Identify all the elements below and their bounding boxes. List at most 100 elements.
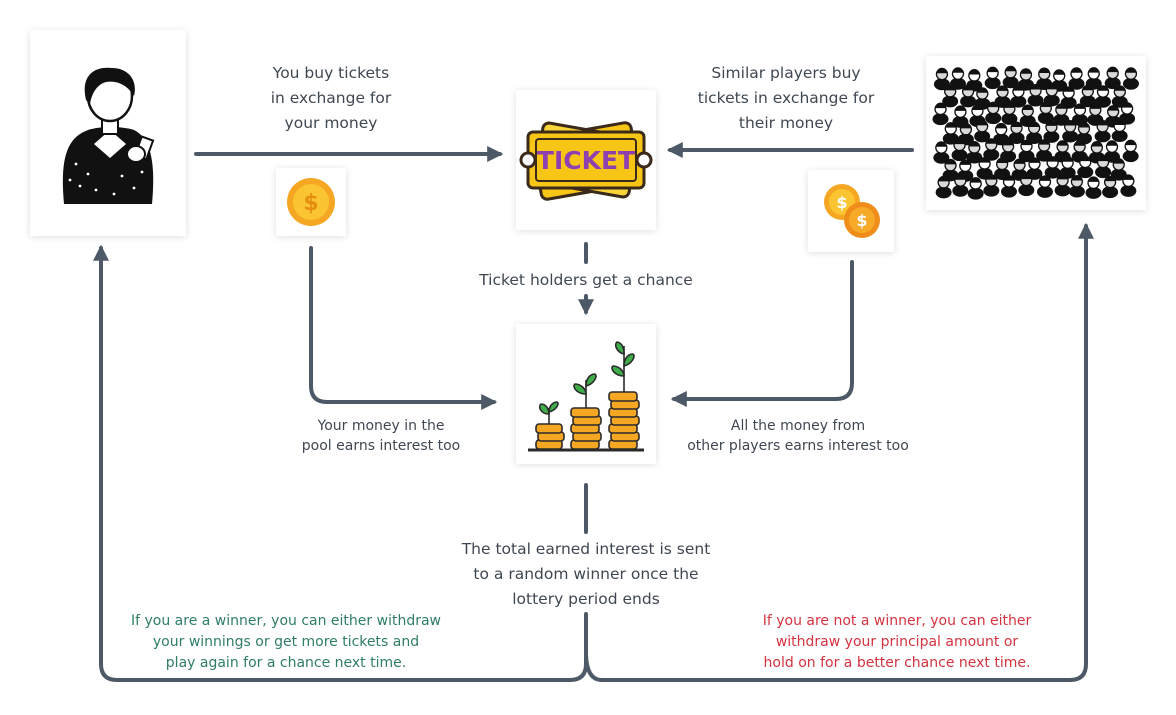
crowd-hair	[1097, 85, 1109, 91]
crowd-hair	[1046, 83, 1058, 90]
coin-growth-icon	[528, 341, 644, 452]
crowd-hair	[1106, 140, 1118, 146]
crowd-hair	[1014, 158, 1026, 164]
crowd-hair	[1089, 103, 1101, 109]
crowd-hair	[1107, 66, 1119, 73]
arrow-your-money-to-pool	[309, 246, 498, 410]
crowd-body	[984, 77, 1001, 90]
coins-card: $ $	[808, 170, 894, 252]
crowd-hair	[1038, 139, 1050, 145]
crowd-hair	[1039, 175, 1051, 181]
crowd-hair	[1021, 139, 1033, 146]
crowd-hair	[1063, 86, 1075, 92]
crowd-body	[1010, 95, 1027, 108]
crowd-hair	[935, 102, 947, 109]
crowd-hair	[1030, 84, 1042, 90]
person-card	[30, 30, 186, 236]
crowd-body	[935, 186, 952, 199]
crowd-hair	[945, 158, 957, 165]
crowd-hair	[1121, 102, 1133, 108]
crowd-hair	[1040, 101, 1052, 108]
crowd-hair	[1071, 175, 1083, 181]
coin-icon: $	[287, 178, 335, 226]
crowd-hair	[944, 84, 956, 91]
crowd-hair	[1003, 102, 1015, 108]
crowd-hair	[1047, 156, 1059, 162]
crowd-hair	[1114, 85, 1126, 91]
crowd-body	[983, 148, 1000, 161]
crowd-body	[960, 95, 977, 108]
crowd-hair	[1012, 85, 1024, 91]
crowd-body	[967, 187, 984, 200]
crowd-hair	[1045, 120, 1057, 126]
arrow-loser-back	[584, 222, 1094, 682]
crowd-body	[1036, 185, 1053, 198]
crowd-body	[1068, 185, 1085, 198]
crowd-hair	[1074, 140, 1086, 146]
crowd-hair	[979, 157, 991, 163]
crowd-hair	[997, 85, 1009, 91]
crowd-body	[1120, 184, 1137, 197]
crowd-body	[1002, 76, 1019, 89]
crowd-hair	[954, 105, 966, 111]
crowd-hair	[976, 87, 988, 93]
crowd-hair	[1113, 158, 1125, 164]
label-ticket-chance: Ticket holders get a chance	[479, 271, 693, 289]
crowd-hair	[1003, 175, 1015, 181]
crowd-hair	[1055, 103, 1067, 109]
ticket-icon: TICKET	[519, 121, 653, 201]
crowd-hair	[1038, 67, 1050, 73]
ticket-card: TICKET	[516, 90, 656, 230]
crowd-hair	[952, 67, 964, 73]
crowd-hair	[945, 122, 957, 128]
coin-symbol-right: $	[856, 211, 867, 230]
crowd-body	[1085, 186, 1102, 199]
crowd-body	[1044, 166, 1061, 179]
crowd-body	[951, 149, 968, 162]
crowd-body	[1018, 184, 1035, 197]
crowd-hair	[1125, 139, 1137, 146]
coin-symbol-left: $	[836, 193, 847, 212]
crowd-hair	[1122, 174, 1134, 180]
crowd-body	[933, 151, 950, 164]
crowd-body	[1008, 131, 1025, 144]
label-winner: If you are a winner, you can either with…	[131, 613, 441, 671]
crowd-hair	[960, 122, 972, 129]
crowd-hair	[1079, 155, 1091, 162]
crowd-body	[1110, 168, 1127, 181]
crowd-body	[1054, 184, 1071, 197]
crowd-hair	[954, 138, 966, 145]
crowd-hair	[1078, 121, 1090, 128]
crowd-hair	[1053, 69, 1065, 75]
crowd-hair	[1011, 121, 1023, 127]
crowd-body	[1122, 150, 1139, 163]
label-your-money-pool: Your money in the pool earns interest to…	[301, 418, 461, 454]
crowd-hair	[1028, 157, 1040, 163]
crowd-hair	[1107, 105, 1119, 111]
crowd-body	[942, 95, 959, 108]
coin-card: $	[276, 168, 346, 236]
crowd-body	[1026, 131, 1043, 144]
crowd-hair	[1005, 65, 1017, 72]
crowd-body	[1111, 130, 1128, 143]
crowd-body	[1027, 94, 1044, 107]
crowd-hair	[976, 119, 988, 126]
crowd-hair	[1002, 139, 1014, 146]
crowd-hair	[1097, 119, 1109, 126]
crowd-body	[932, 113, 949, 126]
arrow-winner-back	[93, 244, 588, 682]
crowd-hair	[1125, 67, 1137, 73]
crowd-hair	[1091, 141, 1103, 147]
crowd-hair	[1057, 140, 1069, 146]
crowd-hair	[1020, 173, 1032, 180]
crowd-hair	[962, 84, 974, 91]
crowd-hair	[968, 69, 980, 75]
crowd-body	[966, 151, 983, 164]
crowd-hair	[936, 67, 948, 74]
crowd-body	[1062, 130, 1079, 143]
arrow-other-money-to-pool	[670, 260, 854, 407]
crowd-body	[1068, 77, 1085, 90]
crowd-body	[1001, 112, 1018, 125]
crowd-hair	[996, 157, 1008, 164]
crowd-hair	[971, 104, 983, 110]
